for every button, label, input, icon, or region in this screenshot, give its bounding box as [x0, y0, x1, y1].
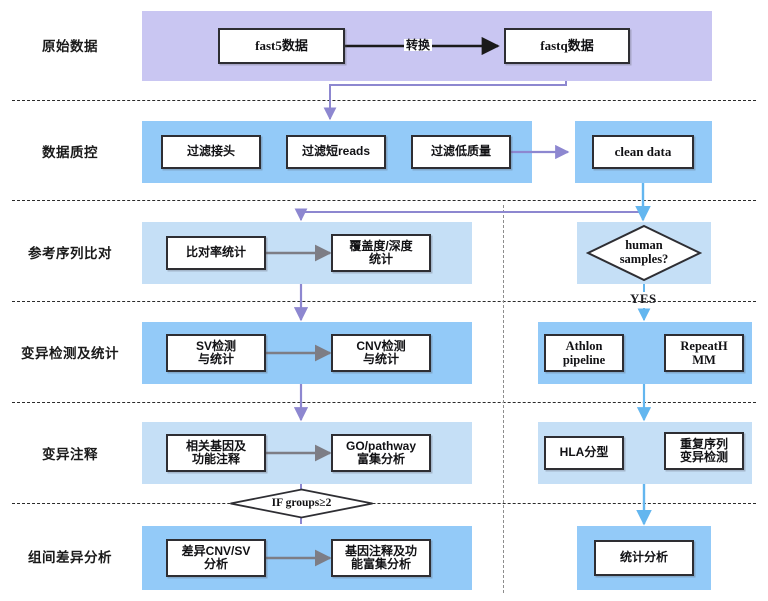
- edge-label-yes: YES: [630, 291, 657, 306]
- row-separator-3: [12, 301, 756, 302]
- diamond-shape: [586, 224, 702, 282]
- node-clean-data-label: clean data: [614, 143, 672, 159]
- node-repeathmm[interactable]: RepeatH MM: [664, 334, 744, 372]
- node-athlon-pipeline[interactable]: Athlon pipeline: [544, 334, 624, 372]
- row-separator-2: [12, 200, 756, 201]
- node-repeathmm-label: RepeatH MM: [680, 339, 728, 367]
- node-gene-annotation-enrichment-label: 基因注释及功 能富集分析: [344, 543, 417, 571]
- node-gene-function-annotation-label: 相关基因及 功能注释: [185, 438, 246, 466]
- node-mapping-rate-stats-label: 比对率统计: [185, 245, 246, 260]
- node-human-samples-label: human samples?: [619, 238, 669, 266]
- row-separator-1: [12, 100, 756, 101]
- node-filter-adapter-label: 过滤接头: [186, 144, 235, 159]
- node-mapping-rate-stats[interactable]: 比对率统计: [166, 236, 266, 270]
- node-repeat-variant-detection-label: 重复序列 变异检测: [679, 436, 728, 464]
- node-differential-cnv-sv-label: 差异CNV/SV 分析: [181, 543, 251, 571]
- node-fast5-label: fast5数据: [255, 37, 308, 53]
- row-label-alignment: 参考序列比对: [28, 246, 112, 261]
- node-filter-short-reads[interactable]: 过滤短reads: [286, 135, 386, 169]
- node-human-samples-decision[interactable]: human samples?: [586, 224, 702, 282]
- node-gene-annotation-enrichment[interactable]: 基因注释及功 能富集分析: [331, 539, 431, 577]
- node-clean-data[interactable]: clean data: [592, 135, 694, 169]
- node-filter-low-quality[interactable]: 过滤低质量: [411, 135, 511, 169]
- node-go-pathway-enrichment[interactable]: GO/pathway 富集分析: [331, 434, 431, 472]
- node-athlon-pipeline-label: Athlon pipeline: [562, 339, 606, 367]
- diamond-shape: [230, 488, 373, 519]
- node-repeat-variant-detection[interactable]: 重复序列 变异检测: [664, 432, 744, 470]
- node-fastq-label: fastq数据: [540, 37, 594, 53]
- node-fast5[interactable]: fast5数据: [218, 28, 345, 64]
- node-hla-typing-label: HLA分型: [559, 445, 609, 460]
- node-statistical-analysis[interactable]: 统计分析: [594, 540, 694, 576]
- node-gene-function-annotation[interactable]: 相关基因及 功能注释: [166, 434, 266, 472]
- node-cnv-detection[interactable]: CNV检测 与统计: [331, 334, 431, 372]
- node-sv-detection-label: SV检测 与统计: [195, 338, 236, 366]
- row-label-raw-data: 原始数据: [42, 39, 98, 54]
- row-separator-5: [12, 503, 756, 504]
- node-if-groups-label: IF groups≥2: [271, 497, 332, 510]
- row-label-qc: 数据质控: [42, 145, 98, 160]
- pipeline-divider: [503, 205, 504, 593]
- node-go-pathway-enrichment-label: GO/pathway 富集分析: [345, 438, 416, 466]
- node-hla-typing[interactable]: HLA分型: [544, 436, 624, 470]
- node-filter-adapter[interactable]: 过滤接头: [161, 135, 261, 169]
- row-label-group-diff: 组间差异分析: [28, 550, 112, 565]
- node-cnv-detection-label: CNV检测 与统计: [356, 338, 406, 366]
- row-separator-4: [12, 402, 756, 403]
- edge-label-convert: 转换: [404, 38, 433, 52]
- node-coverage-depth-stats[interactable]: 覆盖度/深度 统计: [331, 234, 431, 272]
- row-label-annotation: 变异注释: [42, 447, 98, 462]
- node-fastq[interactable]: fastq数据: [504, 28, 630, 64]
- node-filter-low-quality-label: 过滤低质量: [430, 144, 491, 159]
- row-label-variant-calling: 变异检测及统计: [21, 346, 119, 361]
- node-differential-cnv-sv[interactable]: 差异CNV/SV 分析: [166, 539, 266, 577]
- node-statistical-analysis-label: 统计分析: [619, 550, 668, 565]
- node-if-groups-decision[interactable]: IF groups≥2: [229, 488, 374, 519]
- node-sv-detection[interactable]: SV检测 与统计: [166, 334, 266, 372]
- node-filter-short-reads-label: 过滤短reads: [301, 144, 371, 159]
- node-coverage-depth-stats-label: 覆盖度/深度 统计: [349, 238, 413, 266]
